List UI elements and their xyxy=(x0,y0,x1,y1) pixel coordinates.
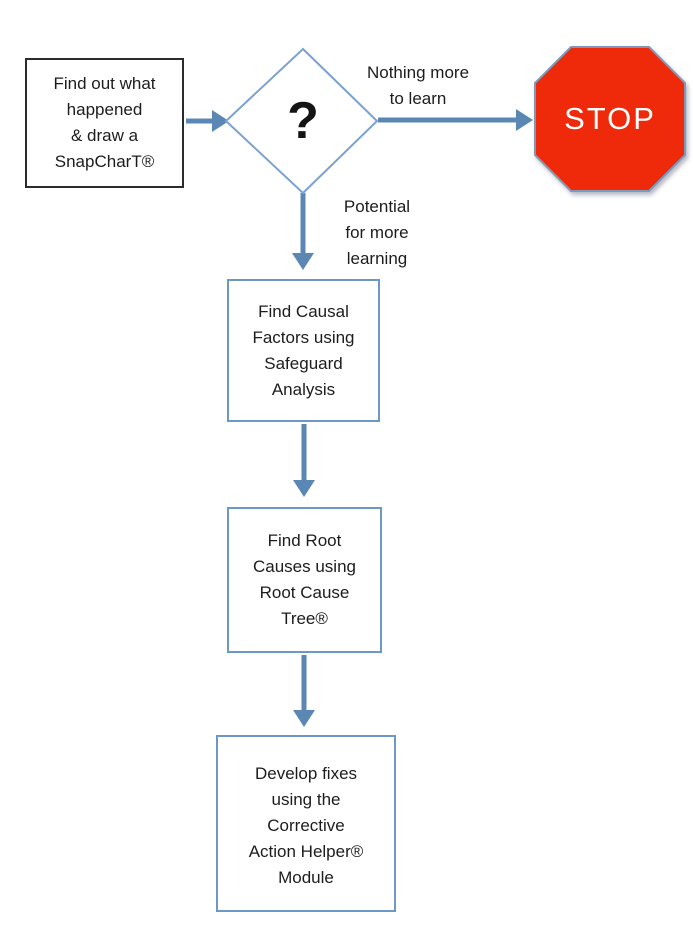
arrow-decision-to-stop xyxy=(378,109,533,131)
stop-sign-octagon xyxy=(534,46,686,192)
step-box-line: Tree® xyxy=(281,609,328,628)
step-box-line: Module xyxy=(278,867,334,887)
step-box-line: Safeguard xyxy=(264,353,343,373)
arrow-decision-to-causal-factors xyxy=(292,193,314,270)
start-box: Find out what happened & draw a SnapChar… xyxy=(25,58,184,188)
step-box-line: Action Helper® xyxy=(248,841,364,861)
start-box-line: SnapCharT® xyxy=(54,152,155,171)
step-box-line: Find Causal xyxy=(258,301,349,321)
step-box-line: Corrective xyxy=(267,815,345,835)
branch-label-nothing-more: Nothing more to learn xyxy=(348,60,488,112)
decision-diamond xyxy=(224,47,379,195)
arrow-root-causes-to-fixes xyxy=(293,655,315,727)
branch-label-potential: Potential for more learning xyxy=(327,194,427,272)
branch-label-line: learning xyxy=(346,249,408,268)
step-box-line: Root Cause xyxy=(259,583,350,602)
step-box-line: using the xyxy=(271,789,341,809)
step-box-develop-fixes: Develop fixes using the Corrective Actio… xyxy=(216,735,396,912)
step-box-line: Causes using xyxy=(252,557,356,576)
branch-label-line: Potential xyxy=(343,197,411,216)
step-box-line: Factors using xyxy=(252,327,355,347)
start-box-line: & draw a xyxy=(70,126,139,145)
step-box-line: Analysis xyxy=(271,379,336,399)
stop-sign-label: STOP xyxy=(564,101,656,136)
start-box-line: happened xyxy=(66,100,143,119)
step-box-line: Develop fixes xyxy=(254,763,358,783)
step-box-causal-factors: Find Causal Factors using Safeguard Anal… xyxy=(227,279,380,422)
arrow-causal-to-root-causes xyxy=(293,424,315,497)
branch-label-line: Nothing more xyxy=(366,63,470,82)
arrow-start-to-decision xyxy=(186,110,229,132)
branch-label-line: for more xyxy=(345,223,409,242)
branch-label-line: to learn xyxy=(389,89,447,108)
start-box-line: Find out what xyxy=(53,74,156,93)
step-box-root-causes: Find Root Causes using Root Cause Tree® xyxy=(227,507,382,653)
step-box-line: Find Root xyxy=(267,531,342,550)
